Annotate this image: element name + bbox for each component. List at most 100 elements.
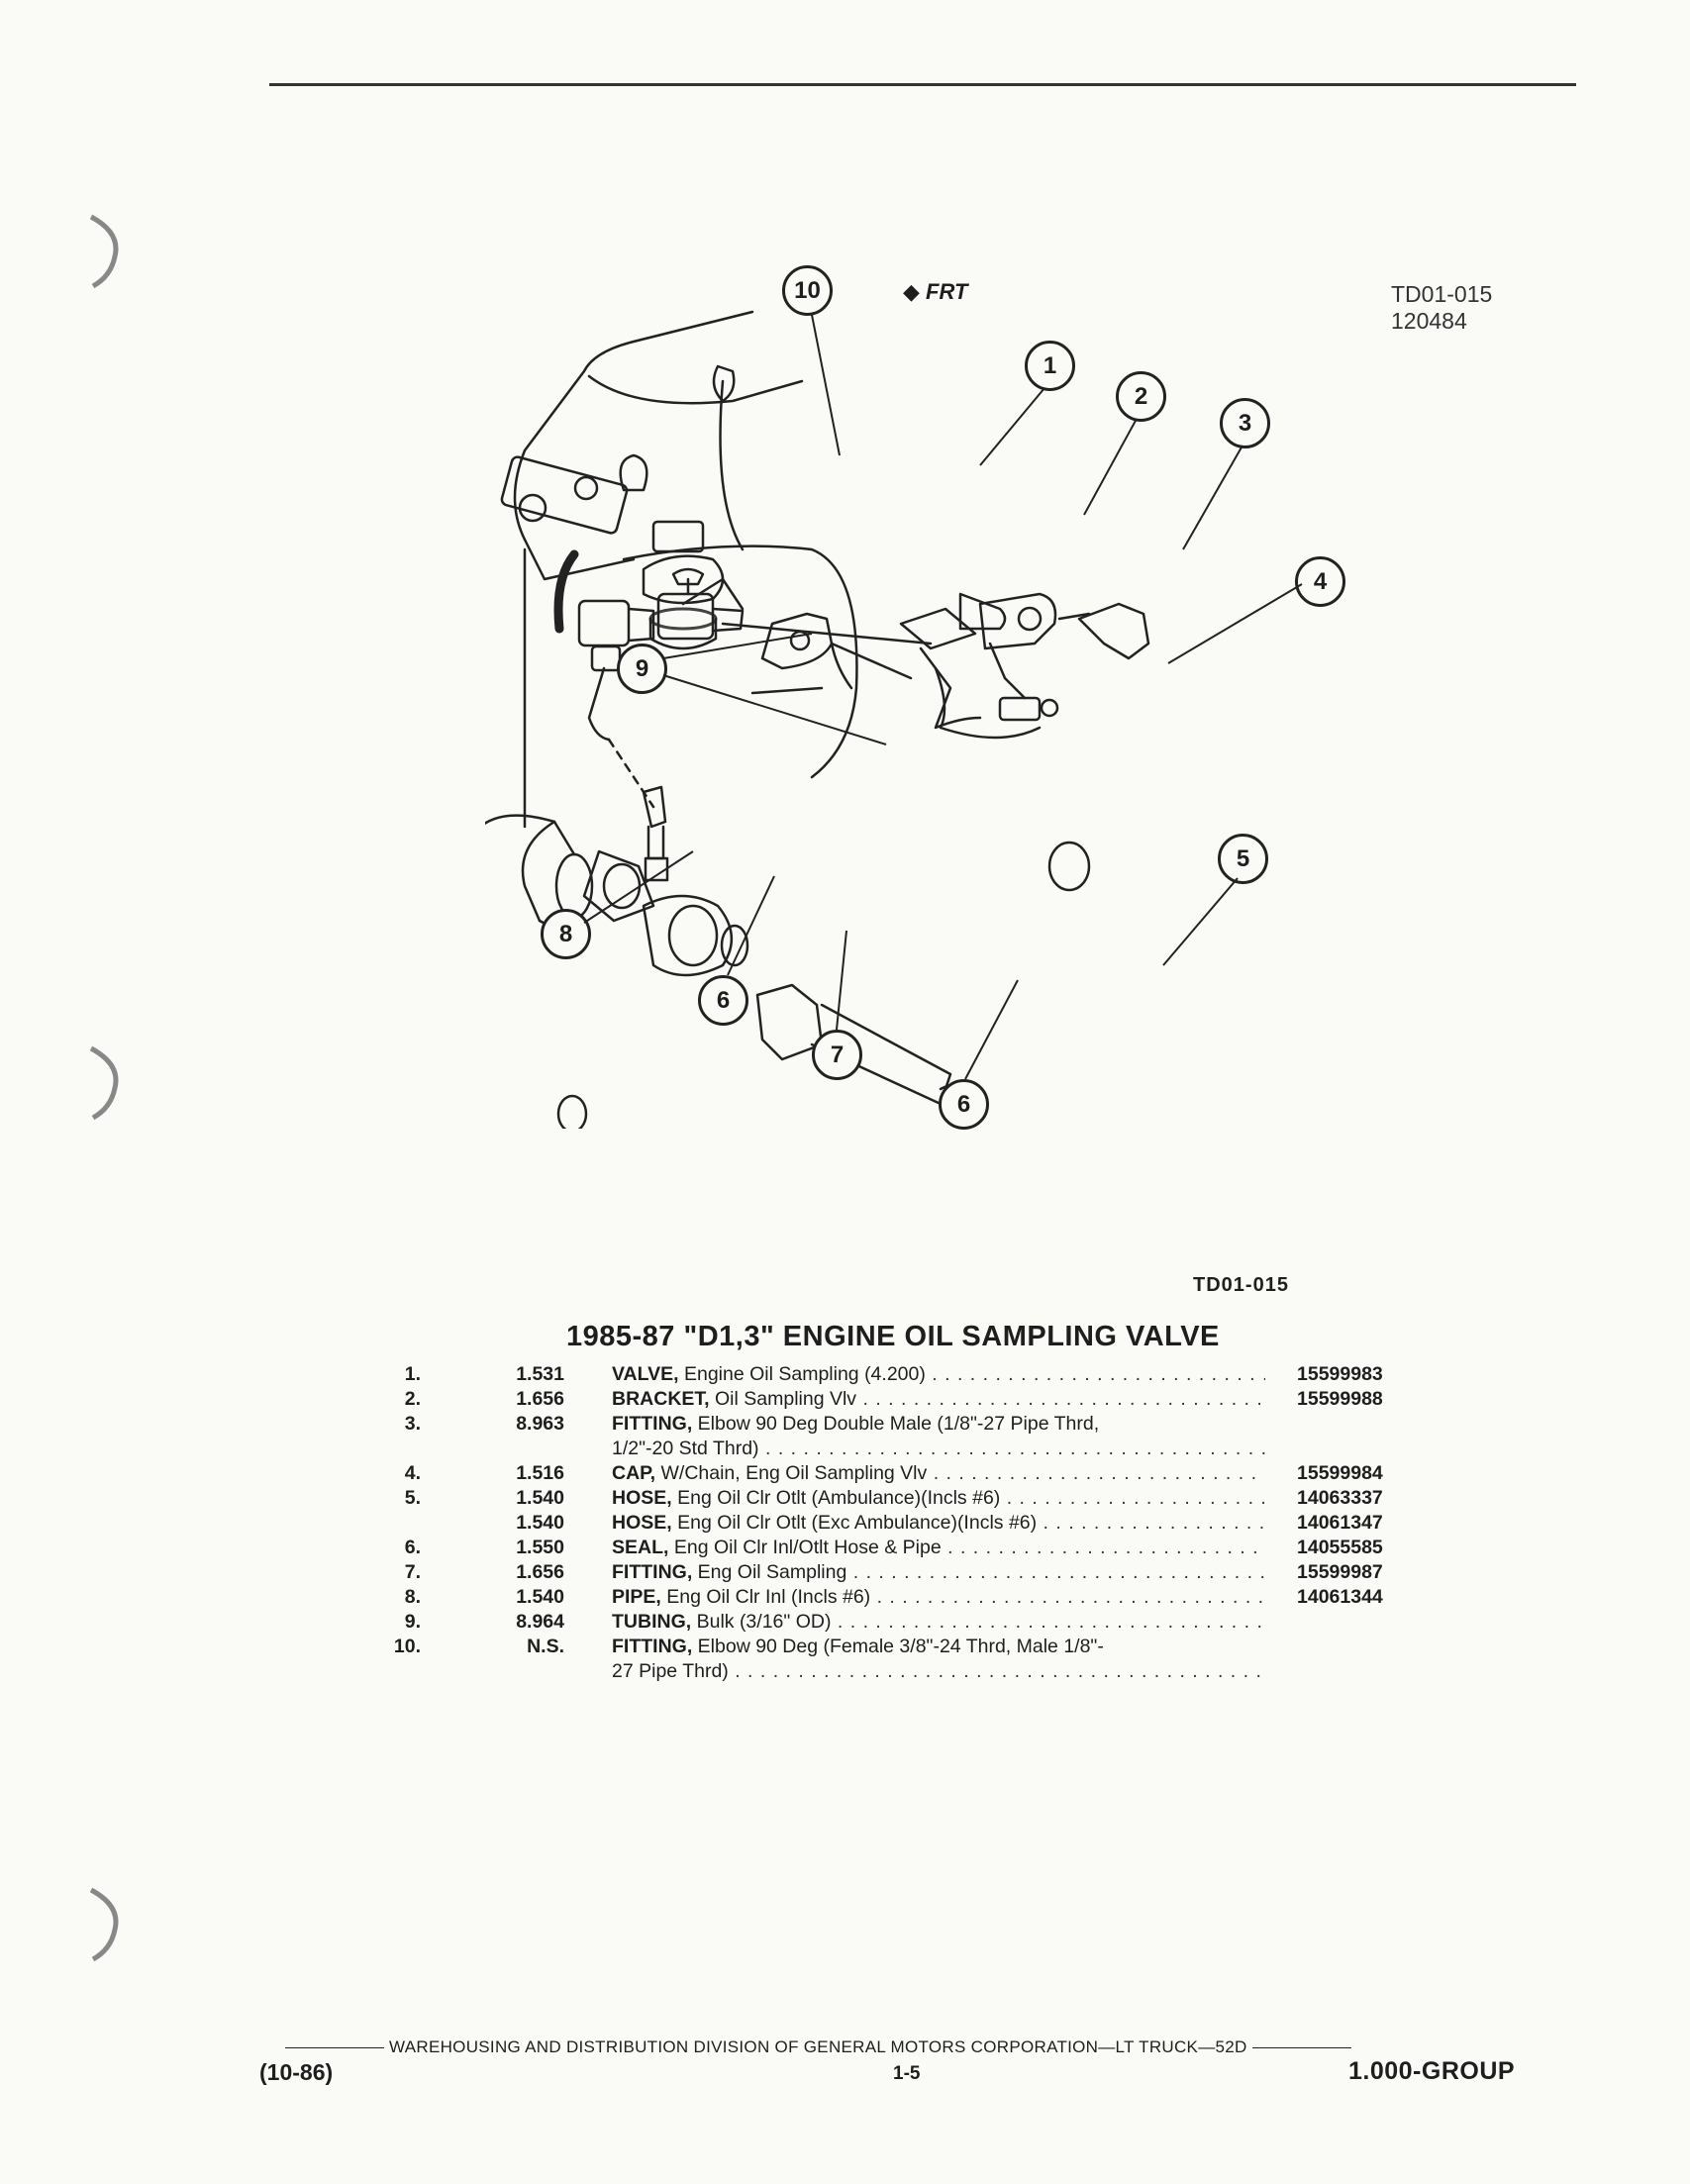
- part-detail: Elbow 90 Deg Double Male (1/8"-27 Pipe T…: [692, 1413, 1100, 1435]
- part-name: HOSE,: [612, 1487, 672, 1509]
- part-detail: Eng Oil Clr Otlt (Ambulance)(Incls #6): [671, 1487, 1001, 1509]
- part-item-number: 8.: [404, 1586, 421, 1608]
- parts-row: 10.N.S.FITTING, Elbow 90 Deg (Female 3/8…: [376, 1635, 1426, 1659]
- callout-6b: 6: [939, 1079, 989, 1130]
- top-rule: [269, 83, 1576, 86]
- parts-row: 1.540 14061347 HOSE, Eng Oil Clr Otlt (Exc…: [376, 1511, 1426, 1536]
- part-name: CAP,: [612, 1462, 656, 1484]
- header-date: 120484: [1391, 308, 1467, 334]
- dot-leader: . . . . . . . . . . . . . . . . . . . . …: [1006, 1487, 1265, 1509]
- footer-page-number: 1-5: [893, 2063, 921, 2084]
- parts-row: 9. 8.964 TUBING, Bulk (3/16" OD) . . . . .…: [376, 1610, 1426, 1635]
- part-group-code: 1.540: [516, 1487, 564, 1509]
- dot-leader: . . . . . . . . . . . . . . . . . . . . …: [933, 1462, 1265, 1484]
- dot-leader: . . . . . . . . . . . . . . . . . . . . …: [735, 1660, 1265, 1682]
- part-number: 14063337: [1297, 1487, 1383, 1509]
- section-title: 1985-87 "D1,3" ENGINE OIL SAMPLING VALVE: [566, 1321, 1220, 1352]
- callout-10: 10: [782, 265, 833, 316]
- part-group-code: 8.964: [516, 1611, 564, 1633]
- part-description: VALVE, Engine Oil Sampling (4.200) . . .…: [612, 1362, 1265, 1387]
- part-group-code: 8.963: [516, 1413, 564, 1435]
- parts-row: 8. 1.540 14061344 PIPE, Eng Oil Clr Inl (In…: [376, 1585, 1426, 1610]
- footer-rule-right: [1251, 2047, 1351, 2049]
- part-name: BRACKET,: [612, 1388, 710, 1410]
- part-detail: Eng Oil Clr Otlt (Exc Ambulance)(Incls #…: [671, 1512, 1038, 1534]
- part-description: CAP, W/Chain, Eng Oil Sampling Vlv . . .…: [612, 1461, 1265, 1486]
- part-group-code: 1.516: [516, 1462, 564, 1484]
- part-name: FITTING,: [612, 1636, 693, 1657]
- part-description: FITTING, Eng Oil Sampling . . . . . . . …: [612, 1560, 1265, 1585]
- part-group-code: 1.540: [516, 1512, 564, 1534]
- part-number: 14061344: [1297, 1586, 1383, 1608]
- binder-hole-mark: [87, 1044, 125, 1122]
- part-name: TUBING,: [612, 1611, 692, 1633]
- dot-leader: . . . . . . . . . . . . . . . . . . . . …: [1043, 1512, 1265, 1534]
- footer-group: 1.000-GROUP: [1348, 2057, 1516, 2085]
- part-number: 15599987: [1297, 1561, 1383, 1583]
- part-name: SEAL,: [612, 1537, 669, 1558]
- footer-rule-left: [285, 2047, 384, 2049]
- part-group-code: 1.540: [516, 1586, 564, 1608]
- footer-date: (10-86): [259, 2059, 334, 2085]
- part-item-number: 10.: [393, 1636, 421, 1657]
- part-detail: Oil Sampling Vlv: [709, 1388, 857, 1410]
- part-name: FITTING,: [612, 1413, 693, 1435]
- callout-7: 7: [812, 1030, 862, 1080]
- part-description: BRACKET, Oil Sampling Vlv . . . . . . . …: [612, 1387, 1265, 1412]
- part-number: 15599983: [1297, 1363, 1383, 1385]
- part-detail: 27 Pipe Thrd): [612, 1660, 729, 1682]
- part-description: FITTING, Elbow 90 Deg Double Male (1/8"-…: [612, 1412, 1265, 1437]
- part-detail: Elbow 90 Deg (Female 3/8"-24 Thrd, Male …: [692, 1636, 1104, 1657]
- part-description: TUBING, Bulk (3/16" OD) . . . . . . . . …: [612, 1610, 1265, 1635]
- part-item-number: 7.: [404, 1561, 421, 1583]
- part-detail: Bulk (3/16" OD): [691, 1611, 832, 1633]
- callout-2: 2: [1116, 371, 1166, 422]
- parts-row: 27 Pipe Thrd) . . . . . . . . . . . . . …: [376, 1659, 1426, 1684]
- part-description: HOSE, Eng Oil Clr Otlt (Exc Ambulance)(I…: [612, 1511, 1265, 1536]
- callout-1: 1: [1025, 341, 1075, 391]
- part-detail: 1/2"-20 Std Thrd): [612, 1438, 759, 1459]
- parts-row: 3. 8.963 FITTING, Elbow 90 Deg Double Male…: [376, 1412, 1426, 1437]
- part-description: FITTING, Elbow 90 Deg (Female 3/8"-24 Th…: [612, 1635, 1265, 1659]
- dot-leader: . . . . . . . . . . . . . . . . . . . . …: [862, 1388, 1265, 1410]
- part-group-code: 1.550: [516, 1537, 564, 1558]
- parts-row: 7. 1.656 15599987 FITTING, Eng Oil Sampling…: [376, 1560, 1426, 1585]
- part-item-number: 6.: [404, 1537, 421, 1558]
- footer-publisher-line: WAREHOUSING AND DISTRIBUTION DIVISION OF…: [285, 2037, 1547, 2057]
- parts-row: 5. 1.540 14063337 HOSE, Eng Oil Clr Otlt (A…: [376, 1486, 1426, 1511]
- part-description: HOSE, Eng Oil Clr Otlt (Ambulance)(Incls…: [612, 1486, 1265, 1511]
- part-number: 15599988: [1297, 1388, 1383, 1410]
- callout-4: 4: [1295, 556, 1345, 607]
- part-item-number: 3.: [404, 1413, 421, 1435]
- part-item-number: 1.: [404, 1363, 421, 1385]
- part-description: 27 Pipe Thrd) . . . . . . . . . . . . . …: [612, 1659, 1265, 1684]
- dot-leader: . . . . . . . . . . . . . . . . . . . . …: [764, 1438, 1265, 1459]
- part-group-code: 1.656: [516, 1561, 564, 1583]
- exploded-parts-diagram: [478, 252, 1337, 1134]
- part-description: 1/2"-20 Std Thrd) . . . . . . . . . . . …: [612, 1437, 1265, 1461]
- front-label: FRT: [926, 279, 968, 304]
- header-code: TD01-015: [1391, 281, 1493, 307]
- callout-9: 9: [617, 644, 667, 694]
- part-item-number: 9.: [404, 1611, 421, 1633]
- part-name: PIPE,: [612, 1586, 661, 1608]
- part-number: 14061347: [1297, 1512, 1383, 1534]
- callout-5: 5: [1218, 834, 1268, 884]
- diagram-caption-code: TD01-015: [1193, 1274, 1289, 1296]
- part-description: SEAL, Eng Oil Clr Inl/Otlt Hose & Pipe .…: [612, 1536, 1265, 1560]
- front-indicator: ◆ FRT: [903, 279, 967, 305]
- part-number: 15599984: [1297, 1462, 1383, 1484]
- parts-row: 1/2"-20 Std Thrd) . . . . . . . . . . . …: [376, 1437, 1426, 1461]
- part-detail: Eng Oil Clr Inl/Otlt Hose & Pipe: [668, 1537, 942, 1558]
- front-arrow-icon: ◆: [903, 279, 920, 304]
- part-name: VALVE,: [612, 1363, 679, 1385]
- dot-leader: . . . . . . . . . . . . . . . . . . . . …: [852, 1561, 1265, 1583]
- dot-leader: . . . . . . . . . . . . . . . . . . . . …: [837, 1611, 1265, 1633]
- callout-8: 8: [541, 909, 591, 959]
- part-item-number: 5.: [404, 1487, 421, 1509]
- part-description: PIPE, Eng Oil Clr Inl (Incls #6) . . . .…: [612, 1585, 1265, 1610]
- part-number: 14055585: [1297, 1537, 1383, 1558]
